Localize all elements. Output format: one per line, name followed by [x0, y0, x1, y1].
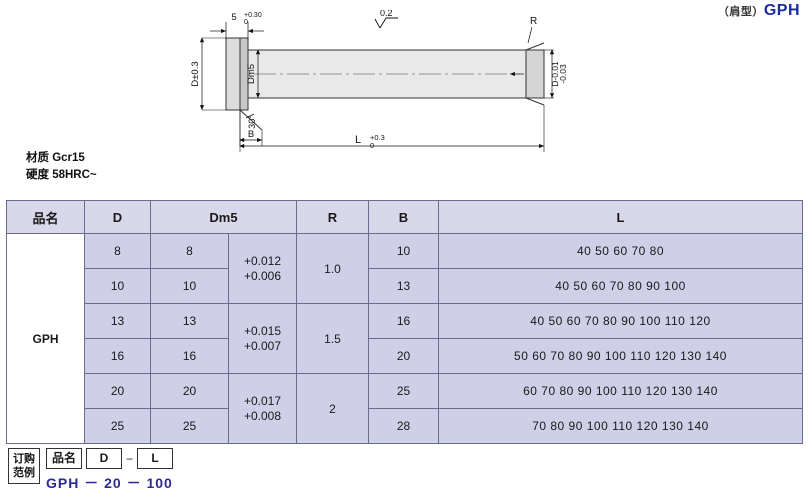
cell-d: 13 [84, 303, 151, 339]
technical-drawing: 5 +0.30 0 D±0.3 Dm5 30° B L +0.3 0 R [180, 8, 600, 170]
cell-b: 28 [368, 408, 439, 444]
th-dm5: Dm5 [150, 200, 297, 234]
cell-l: 40 50 60 70 80 90 100 110 120 [438, 303, 803, 339]
dim-top-tol-lower: 0 [244, 19, 248, 26]
cell-l: 70 80 90 100 110 120 130 140 [438, 408, 803, 444]
order-example: 订购 范例 品名 D − L GPH － 20 － 100 [8, 448, 177, 493]
cell-l: 50 60 70 80 90 100 110 120 130 140 [438, 338, 803, 374]
material-line: 材质 Gcr15 [26, 152, 85, 164]
hardness-line: 硬度 58HRC~ [26, 169, 97, 181]
cell-d: 25 [84, 408, 151, 444]
order-dash: − [126, 451, 134, 466]
th-d: D [84, 200, 151, 234]
cell-b: 10 [368, 233, 439, 269]
dim-r-label: R [530, 16, 537, 27]
cell-r: 2 [296, 373, 369, 444]
cell-d: 10 [84, 268, 151, 304]
order-label-line2: 范例 [13, 467, 35, 479]
page-title: （肩型）GPH [718, 2, 800, 20]
th-b: B [368, 200, 439, 234]
order-box-name: 品名 [46, 448, 82, 469]
dim-length-label: L [355, 134, 361, 146]
order-box-l: L [137, 448, 174, 469]
table-header-row: 品名 D Dm5 R B L [6, 200, 803, 234]
cell-l: 60 70 80 90 100 110 120 130 140 [438, 373, 803, 409]
tol-upper: +0.015 [243, 323, 282, 338]
cell-dm5: 13 [150, 303, 229, 339]
cell-tolerance: +0.017 +0.008 [228, 373, 297, 444]
cell-tolerance: +0.015 +0.007 [228, 303, 297, 374]
cell-l: 40 50 60 70 80 [438, 233, 803, 269]
cell-product-name: GPH [6, 233, 85, 444]
cell-dm5: 8 [150, 233, 229, 269]
cell-d: 20 [84, 373, 151, 409]
product-code: GPH [763, 2, 800, 19]
cell-l: 40 50 60 70 80 90 100 [438, 268, 803, 304]
surface-finish-symbol: 0.2 [374, 8, 398, 29]
table-row: GPH 8 8 +0.012 +0.006 1.0 10 40 50 60 70… [6, 233, 803, 444]
dim-dm5-label: Dm5 [246, 64, 257, 84]
cell-dm5: 25 [150, 408, 229, 444]
tol-upper: +0.017 [243, 393, 282, 408]
cell-b: 25 [368, 373, 439, 409]
dim-length-tol-lower: 0 [370, 141, 374, 150]
table-row: 25 25 28 70 80 90 100 110 120 130 140 [7, 408, 803, 444]
table-row: 13 13 +0.015 +0.007 1.5 16 40 50 60 70 8… [7, 303, 803, 374]
order-example-label: 订购 范例 [8, 448, 40, 484]
cell-dm5: 10 [150, 268, 229, 304]
dim-top-value: 5 [231, 12, 236, 23]
tol-lower: +0.006 [243, 268, 282, 283]
order-box-d: D [86, 448, 122, 469]
th-r: R [296, 200, 369, 234]
type-note: （肩型） [717, 6, 764, 18]
order-label-line1: 订购 [13, 453, 35, 465]
cell-tolerance: +0.012 +0.006 [228, 233, 297, 304]
material-notes: 材质 Gcr15 硬度 58HRC~ [26, 150, 97, 184]
order-example-value: GPH － 20 － 100 [46, 475, 173, 491]
cell-d: 8 [84, 233, 151, 269]
dim-angle-label: 30° [247, 115, 257, 129]
table-row: 10 10 13 40 50 60 70 80 90 100 [7, 268, 803, 304]
dim-right-label: D-0.01 [550, 61, 560, 87]
dim-b-label: B [248, 129, 254, 140]
cell-b: 16 [368, 303, 439, 339]
cell-dm5: 16 [150, 338, 229, 374]
table-row: 20 20 +0.017 +0.008 2 25 60 70 80 90 100… [7, 373, 803, 444]
cell-b: 13 [368, 268, 439, 304]
tol-lower: +0.008 [243, 408, 282, 423]
svg-text:0.2: 0.2 [380, 10, 393, 18]
dim-length-tol-upper: +0.3 [370, 133, 385, 142]
cell-d: 16 [84, 338, 151, 374]
th-l: L [438, 200, 803, 234]
spec-table: 品名 D Dm5 R B L GPH 8 8 +0.012 +0.006 1.0… [6, 200, 803, 444]
tol-upper: +0.012 [243, 253, 282, 268]
cell-r: 1.0 [296, 233, 369, 304]
tol-lower: +0.007 [243, 338, 282, 353]
dim-top-tol-upper: +0.30 [244, 12, 262, 19]
cell-b: 20 [368, 338, 439, 374]
th-name: 品名 [6, 200, 85, 234]
dim-left-label: D±0.3 [190, 61, 201, 86]
cell-dm5: 20 [150, 373, 229, 409]
svg-text:5: 5 [231, 12, 236, 23]
dim-right-label2: -0.03 [558, 64, 568, 84]
cell-r: 1.5 [296, 303, 369, 374]
table-row: 16 16 20 50 60 70 80 90 100 110 120 130 … [7, 338, 803, 374]
